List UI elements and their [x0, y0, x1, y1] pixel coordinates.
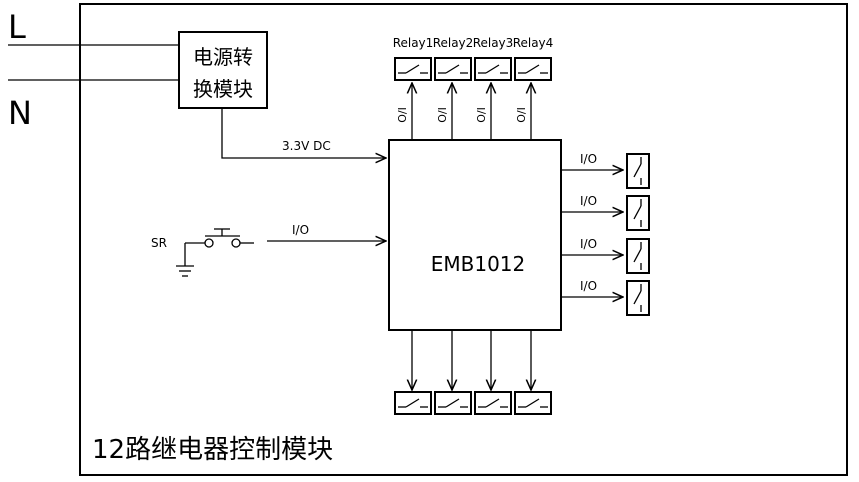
top-oi-label-4: O/I — [515, 107, 528, 123]
right-relay-4 — [626, 280, 650, 316]
line-label: L — [8, 8, 26, 46]
sr-io-label: I/O — [292, 223, 309, 237]
top-relay-4 — [514, 57, 552, 81]
module-frame — [79, 3, 848, 476]
right-relay-3 — [626, 238, 650, 274]
top-relay-3 — [474, 57, 512, 81]
dc-feed-arrow — [221, 108, 386, 158]
bottom-relay-1 — [394, 391, 432, 415]
top-relay-2 — [434, 57, 472, 81]
mcu-label: EMB1012 — [431, 252, 526, 276]
top-oi-label-3: O/I — [475, 107, 488, 123]
bottom-relay-3 — [474, 391, 512, 415]
right-outputs: I/O I/O I/O I/O — [561, 152, 650, 316]
top-oi-label-2: O/I — [436, 107, 449, 123]
sr-push-button-symbol — [176, 228, 254, 277]
relay-label-2: Relay2 — [433, 36, 474, 50]
right-io-label-3: I/O — [580, 237, 597, 251]
power-module: 电源转 换模块 — [178, 31, 268, 109]
dc-label: 3.3V DC — [282, 139, 331, 153]
neutral-label: N — [8, 94, 32, 132]
right-relay-1 — [626, 153, 650, 189]
relay-label-1: Relay1 — [393, 36, 434, 50]
right-relay-2 — [626, 195, 650, 231]
bottom-relays — [394, 330, 552, 415]
right-io-label-1: I/O — [580, 152, 597, 166]
top-relay-1 — [394, 57, 432, 81]
sr-label: SR — [151, 236, 167, 250]
relay-label-4: Relay4 — [513, 36, 554, 50]
bottom-relay-4 — [514, 391, 552, 415]
relay-label-3: Relay3 — [473, 36, 514, 50]
bottom-relay-2 — [434, 391, 472, 415]
power-module-label-2: 换模块 — [193, 77, 253, 101]
mcu-block: EMB1012 — [388, 139, 562, 331]
power-module-label-1: 电源转 — [193, 45, 253, 69]
right-io-label-4: I/O — [580, 279, 597, 293]
right-io-label-2: I/O — [580, 194, 597, 208]
module-title: 12路继电器控制模块 — [92, 435, 333, 465]
top-oi-label-1: O/I — [396, 107, 409, 123]
